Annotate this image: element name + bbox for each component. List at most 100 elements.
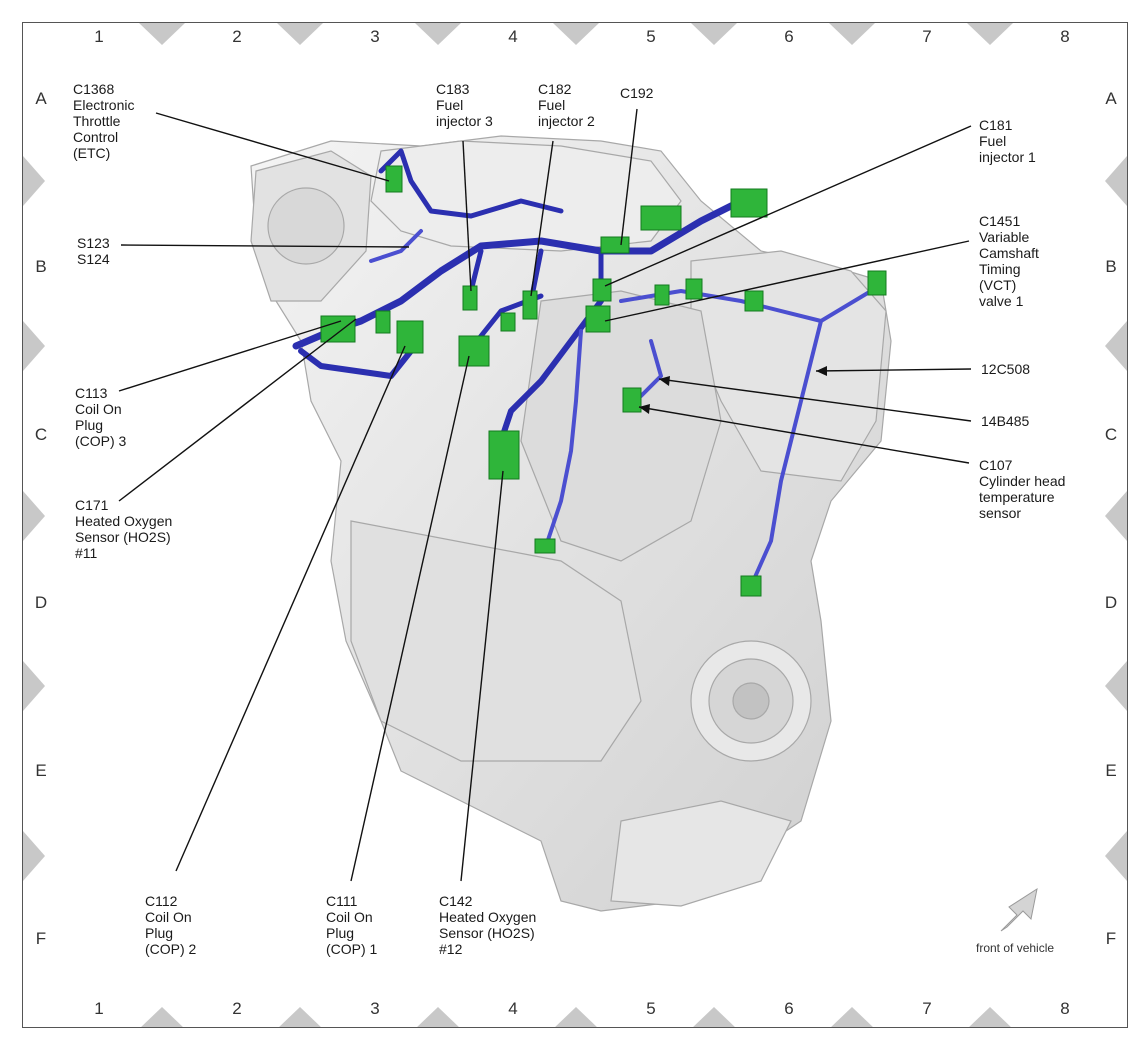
leader-c112 (175, 345, 406, 872)
label-c142: C142 Heated Oxygen Sensor (HO2S) #12 (439, 893, 537, 957)
diagram-frame: 1 2 3 4 5 6 7 8 1 2 3 4 5 6 7 8 A B C D … (22, 22, 1128, 1028)
marker-top (829, 23, 875, 45)
grid-row-left: F (35, 929, 47, 948)
grid-row-right: C (1104, 425, 1118, 444)
grid-col-bottom: 4 (508, 999, 518, 1018)
harness-vct-branch (749, 319, 823, 588)
harness-top-loop (378, 148, 564, 219)
marker-bottom (555, 1007, 597, 1027)
grid-col-bottom: 6 (784, 999, 794, 1018)
marker-bottom (417, 1007, 459, 1027)
connector-c171-end (740, 575, 762, 597)
harness-c107-branch (544, 329, 663, 548)
grid-col-bottom: 7 (922, 999, 932, 1018)
leader-c181 (604, 125, 972, 287)
leader-c113 (118, 320, 342, 392)
leader-12c508 (815, 368, 972, 372)
label-c107: C107 Cylinder head temperature sensor (979, 457, 1066, 521)
engine-illustration (250, 135, 892, 912)
front-of-vehicle-label: front of vehicle (976, 941, 1055, 955)
front-of-vehicle-arrow-icon (1000, 887, 1038, 932)
label-c183: C183 Fuel injector 3 (436, 81, 493, 129)
oil-pan-rail (350, 520, 642, 762)
connector-c107 (622, 387, 642, 413)
engine-harness-diagram (23, 23, 1127, 1027)
label-c1368: C1368 Electronic Throttle Control (ETC) (73, 81, 135, 161)
grid-col-bottom: 5 (646, 999, 656, 1018)
intake-manifold (370, 140, 682, 252)
marker-bottom (279, 1007, 321, 1027)
connector-c171 (500, 312, 516, 332)
label-c192: C192 (620, 85, 654, 101)
marker-left (23, 831, 45, 881)
label-c111: C111 Coil On Plug (COP) 1 (326, 893, 378, 957)
label-12c508: 12C508 (981, 361, 1031, 377)
connector-c181 (592, 278, 612, 302)
label-c171: C171 Heated Oxygen Sensor (HO2S) #11 (75, 497, 173, 561)
label-c113: C113 Coil On Plug (COP) 3 (75, 385, 127, 449)
wiring-harness (292, 148, 873, 588)
leader-c1368 (155, 112, 390, 182)
label-s123: S123 S124 (77, 235, 110, 267)
connector-top-right (730, 188, 768, 218)
marker-right (1105, 321, 1127, 371)
connector-c192b (640, 205, 682, 231)
leader-c142 (460, 470, 504, 882)
arrow-14b485 (659, 376, 670, 386)
marker-top (139, 23, 185, 45)
leader-c107 (638, 406, 970, 464)
connector-c1451 (585, 305, 611, 333)
crank-pulley-hub (732, 682, 770, 720)
grid-col-bottom: 2 (232, 999, 242, 1018)
throttle-bore (267, 187, 345, 265)
grid-row-right: A (1105, 89, 1117, 108)
leader-lines (118, 108, 972, 882)
grid-col-top: 2 (232, 27, 242, 46)
marker-top (967, 23, 1013, 45)
grid-row-right: B (1105, 257, 1117, 276)
grid-col-top: 5 (646, 27, 656, 46)
marker-top (691, 23, 737, 45)
connector-c182 (522, 290, 538, 320)
connector-c142 (488, 430, 520, 480)
marker-left (23, 156, 45, 206)
grid-col-bottom: 3 (370, 999, 380, 1018)
timing-cover (610, 800, 792, 907)
harness-mid (458, 248, 604, 364)
marker-bottom (141, 1007, 183, 1027)
marker-bottom (693, 1007, 735, 1027)
marker-bottom (969, 1007, 1011, 1027)
connector-right-2 (685, 278, 703, 300)
marker-left (23, 321, 45, 371)
marker-left (23, 491, 45, 541)
arrow-c107 (639, 404, 650, 414)
grid-row-right: E (1105, 761, 1117, 780)
connector-c1368 (385, 165, 403, 193)
harness-front (498, 298, 604, 444)
marker-bottom (831, 1007, 873, 1027)
arrow-12c508 (816, 366, 827, 376)
connector-right-4 (867, 270, 887, 296)
marker-top (553, 23, 599, 45)
leader-s123 (120, 244, 410, 248)
label-c1451: C1451 Variable Camshaft Timing (VCT) val… (979, 213, 1039, 309)
grid-row-left: A (35, 89, 47, 108)
leader-c183 (462, 140, 472, 292)
grid-col-bottom: 8 (1060, 999, 1070, 1018)
arrow-heads (639, 366, 827, 414)
grid-col-top: 6 (784, 27, 794, 46)
grid-row-left: E (35, 761, 47, 780)
grid-col-top: 8 (1060, 27, 1070, 46)
marker-right (1105, 661, 1127, 711)
grid-col-top: 7 (922, 27, 932, 46)
label-c181: C181 Fuel injector 1 (979, 117, 1036, 165)
connector-c112 (396, 320, 424, 354)
connector-c192 (600, 236, 630, 254)
leader-c192 (620, 108, 638, 246)
connector-c113 (320, 315, 356, 343)
connector-c183 (462, 285, 478, 311)
label-c112: C112 Coil On Plug (COP) 2 (145, 893, 197, 957)
connectors (320, 165, 887, 597)
label-c182: C182 Fuel injector 2 (538, 81, 595, 129)
leader-c182 (530, 140, 554, 297)
